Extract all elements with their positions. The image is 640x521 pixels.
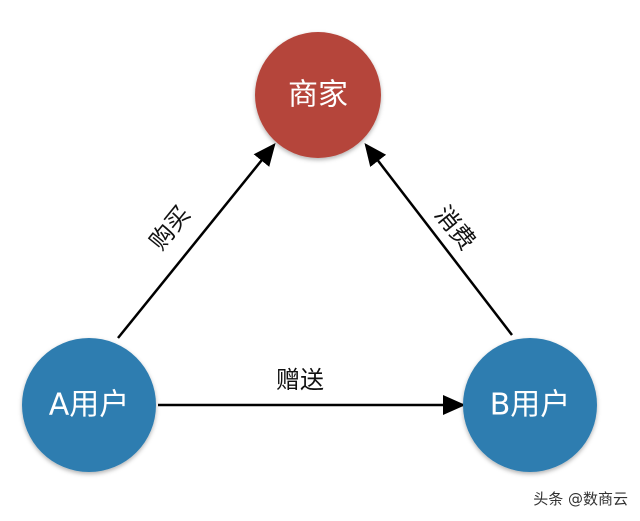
purchase-label: 购买: [144, 201, 196, 256]
arrow-b-to-merchant: [364, 143, 513, 336]
user-b-node: [463, 338, 597, 472]
user-a-node: [22, 338, 156, 472]
consume-label: 消费: [429, 201, 481, 256]
arrow-a-to-merchant: [117, 143, 276, 339]
gift-label: 赠送: [276, 366, 324, 394]
merchant-node: [255, 32, 381, 158]
user-a-label: A用户: [49, 388, 130, 423]
merchant-label: 商家: [288, 78, 348, 113]
user-b-label: B用户: [490, 388, 571, 423]
watermark: 头条 @数商云: [533, 490, 628, 508]
